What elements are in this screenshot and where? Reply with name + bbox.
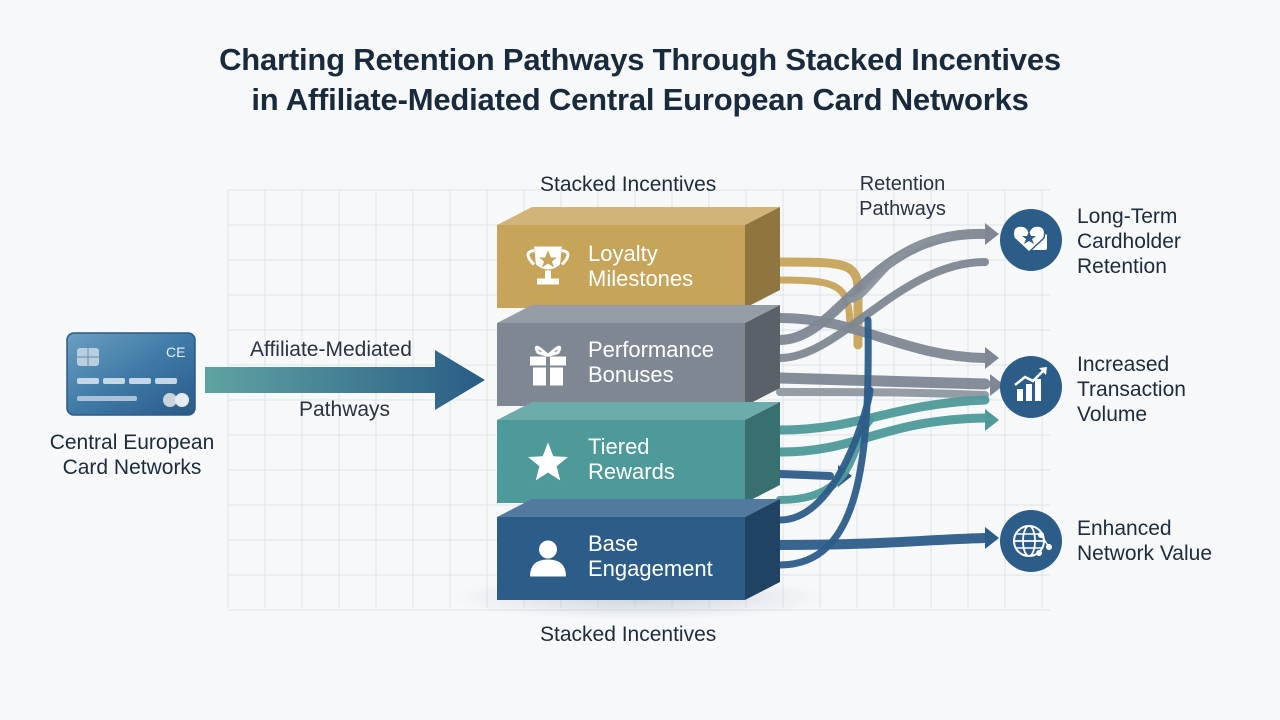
user-icon xyxy=(530,540,566,577)
outcome-label-retention: Long-Term Cardholder Retention xyxy=(1077,204,1181,279)
flow-line xyxy=(847,233,953,303)
pathways-label-line-2: Pathways xyxy=(859,198,946,220)
flow-arrowhead xyxy=(990,374,1004,396)
outcome-retention-line-2: Cardholder xyxy=(1077,230,1181,253)
flow-line xyxy=(776,276,854,334)
outcome-volume-line-2: Transaction xyxy=(1077,378,1186,401)
outcome-volume-line-3: Volume xyxy=(1077,403,1148,426)
star-icon xyxy=(528,442,568,481)
incentive-block xyxy=(497,207,780,308)
flow-line xyxy=(776,388,989,399)
incentive-block xyxy=(497,305,780,406)
pathways-label: Retention Pathways xyxy=(840,172,965,222)
flow-arrowhead xyxy=(985,409,999,431)
source-label: Central European Card Networks xyxy=(22,430,242,480)
outcome-label-network: Enhanced Network Value xyxy=(1077,516,1212,566)
block-label-tiered-line-1: Tiered xyxy=(588,434,650,459)
page-title: Charting Retention Pathways Through Stac… xyxy=(0,40,1280,120)
block-label-performance: Performance Bonuses xyxy=(588,337,714,387)
incentive-block xyxy=(497,402,780,503)
block-label-base-line-2: Engagement xyxy=(588,556,713,581)
block-label-tiered-line-2: Rewards xyxy=(588,459,675,484)
flow-arrowhead xyxy=(985,223,999,245)
gift-icon xyxy=(530,345,566,386)
flow-arrowhead xyxy=(985,347,999,369)
outcome-network-line-1: Enhanced xyxy=(1077,517,1172,540)
retention-flow-lines xyxy=(774,223,1004,569)
outcome-label-volume: Increased Transaction Volume xyxy=(1077,352,1186,427)
incentive-stack xyxy=(497,207,780,600)
source-label-line-1: Central European xyxy=(49,431,215,454)
flow-line xyxy=(776,470,834,480)
credit-card-icon xyxy=(66,332,196,416)
flow-line xyxy=(775,395,990,435)
flow-line xyxy=(776,316,872,569)
block-label-tiered: Tiered Rewards xyxy=(588,434,675,484)
heart-card-icon xyxy=(1000,209,1062,271)
flow-arrowhead xyxy=(985,527,999,549)
arrow-label-top: Affiliate-Mediated xyxy=(250,338,412,361)
affiliate-arrow xyxy=(205,350,485,410)
flow-line xyxy=(775,533,990,550)
block-label-base: Base Engagement xyxy=(588,531,713,581)
source-label-line-2: Card Networks xyxy=(62,456,202,479)
globe-network-icon xyxy=(1000,510,1062,572)
incentive-block xyxy=(497,499,780,600)
outcome-volume-line-1: Increased xyxy=(1077,353,1170,376)
block-label-loyalty: Loyalty Milestones xyxy=(588,241,693,291)
card-mark: CE xyxy=(166,344,185,360)
flow-line xyxy=(775,313,990,363)
outcome-icons xyxy=(1000,209,1062,572)
block-label-performance-line-2: Bonuses xyxy=(588,362,674,387)
trophy-icon xyxy=(526,246,570,285)
outcome-retention-line-3: Retention xyxy=(1077,255,1167,278)
stack-top-label: Stacked Incentives xyxy=(540,173,717,196)
title-line-1: Charting Retention Pathways Through Stac… xyxy=(219,42,1061,77)
title-line-2: in Affiliate-Mediated Central European C… xyxy=(251,82,1029,117)
flow-line xyxy=(776,258,989,362)
block-label-loyalty-line-2: Milestones xyxy=(588,266,694,291)
block-label-loyalty-line-1: Loyalty xyxy=(588,241,658,266)
flow-line xyxy=(774,372,991,390)
pathways-label-line-1: Retention xyxy=(859,173,946,195)
block-label-performance-line-1: Performance xyxy=(588,337,714,362)
growth-chart-icon xyxy=(1000,356,1062,418)
block-label-base-line-1: Base xyxy=(588,531,639,556)
flow-line xyxy=(775,413,990,457)
outcome-network-line-2: Network Value xyxy=(1077,542,1213,565)
arrow-label-bottom: Pathways xyxy=(299,398,391,421)
stack-bottom-label: Stacked Incentives xyxy=(540,623,717,646)
outcome-retention-line-1: Long-Term xyxy=(1077,205,1178,228)
